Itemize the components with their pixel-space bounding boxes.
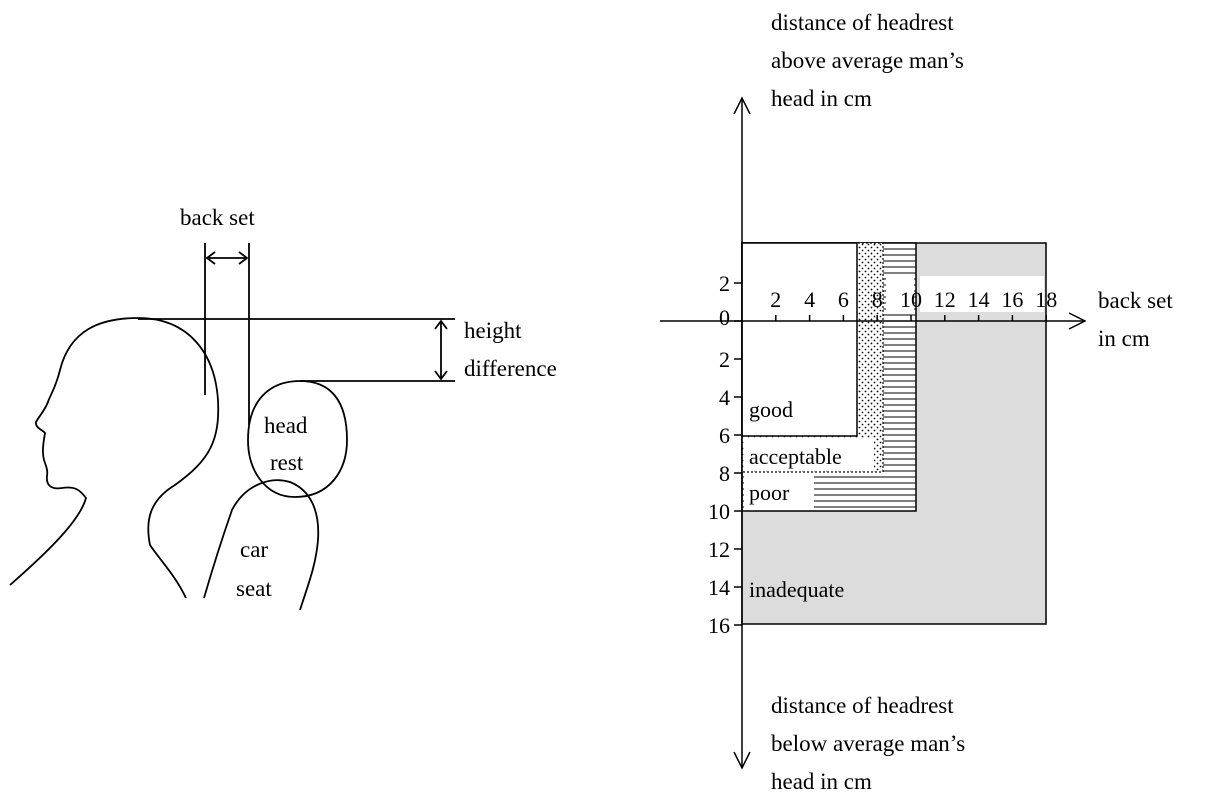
back-set-label: back set [180, 205, 255, 230]
y-tick-group: 2 0 2 4 6 8 10 12 14 16 [708, 271, 742, 638]
x-label-2: in cm [1098, 326, 1150, 351]
y-down-label-1: distance of headrest [771, 693, 954, 718]
y-tick-label: 0 [719, 305, 730, 330]
y-down-label-3: head in cm [771, 769, 872, 794]
x-tick-label: 14 [968, 287, 990, 312]
x-tick-label: 18 [1035, 287, 1057, 312]
head-rest-label-1: head [264, 413, 308, 438]
y-up-label-2: above average man’s [771, 48, 964, 73]
y-tick-label: 12 [708, 537, 730, 562]
x-tick-label: 16 [1001, 287, 1023, 312]
x-label-1: back set [1098, 288, 1173, 313]
x-tick-label: 10 [900, 287, 922, 312]
car-seat-label-2: seat [236, 576, 272, 601]
y-tick-label: 2 [719, 271, 730, 296]
headrest-illustration [9, 243, 455, 611]
head-back [137, 317, 220, 599]
x-tick-label: 8 [872, 287, 883, 312]
y-tick-label: 8 [719, 461, 730, 486]
y-tick-label: 4 [719, 385, 730, 410]
zone-label-poor: poor [749, 480, 790, 505]
car-seat-shape [203, 479, 320, 611]
y-tick-label: 6 [719, 423, 730, 448]
zone-good [741, 242, 858, 437]
height-difference-label-2: difference [464, 356, 557, 381]
height-difference-label-1: height [464, 318, 522, 343]
zone-label-inadequate: inadequate [749, 577, 844, 602]
head-rest-shape [247, 380, 348, 498]
zone-label-good: good [749, 397, 793, 422]
y-tick-label: 16 [708, 613, 730, 638]
x-tick-label: 12 [934, 287, 956, 312]
x-tick-label: 2 [770, 287, 781, 312]
y-up-label-3: head in cm [771, 86, 872, 111]
y-down-label-2: below average man’s [771, 731, 965, 756]
car-seat-label-1: car [240, 537, 268, 562]
x-tick-label: 4 [804, 287, 815, 312]
y-up-label-1: distance of headrest [771, 10, 954, 35]
zone-label-acceptable: acceptable [749, 444, 842, 469]
y-tick-label: 10 [708, 499, 730, 524]
head-silhouette [9, 317, 139, 586]
axes [660, 96, 1087, 770]
x-tick-label: 6 [838, 287, 849, 312]
head-rest-label-2: rest [270, 450, 304, 475]
y-tick-label: 2 [719, 347, 730, 372]
y-tick-label: 14 [708, 575, 730, 600]
zone-chart [741, 242, 1047, 625]
